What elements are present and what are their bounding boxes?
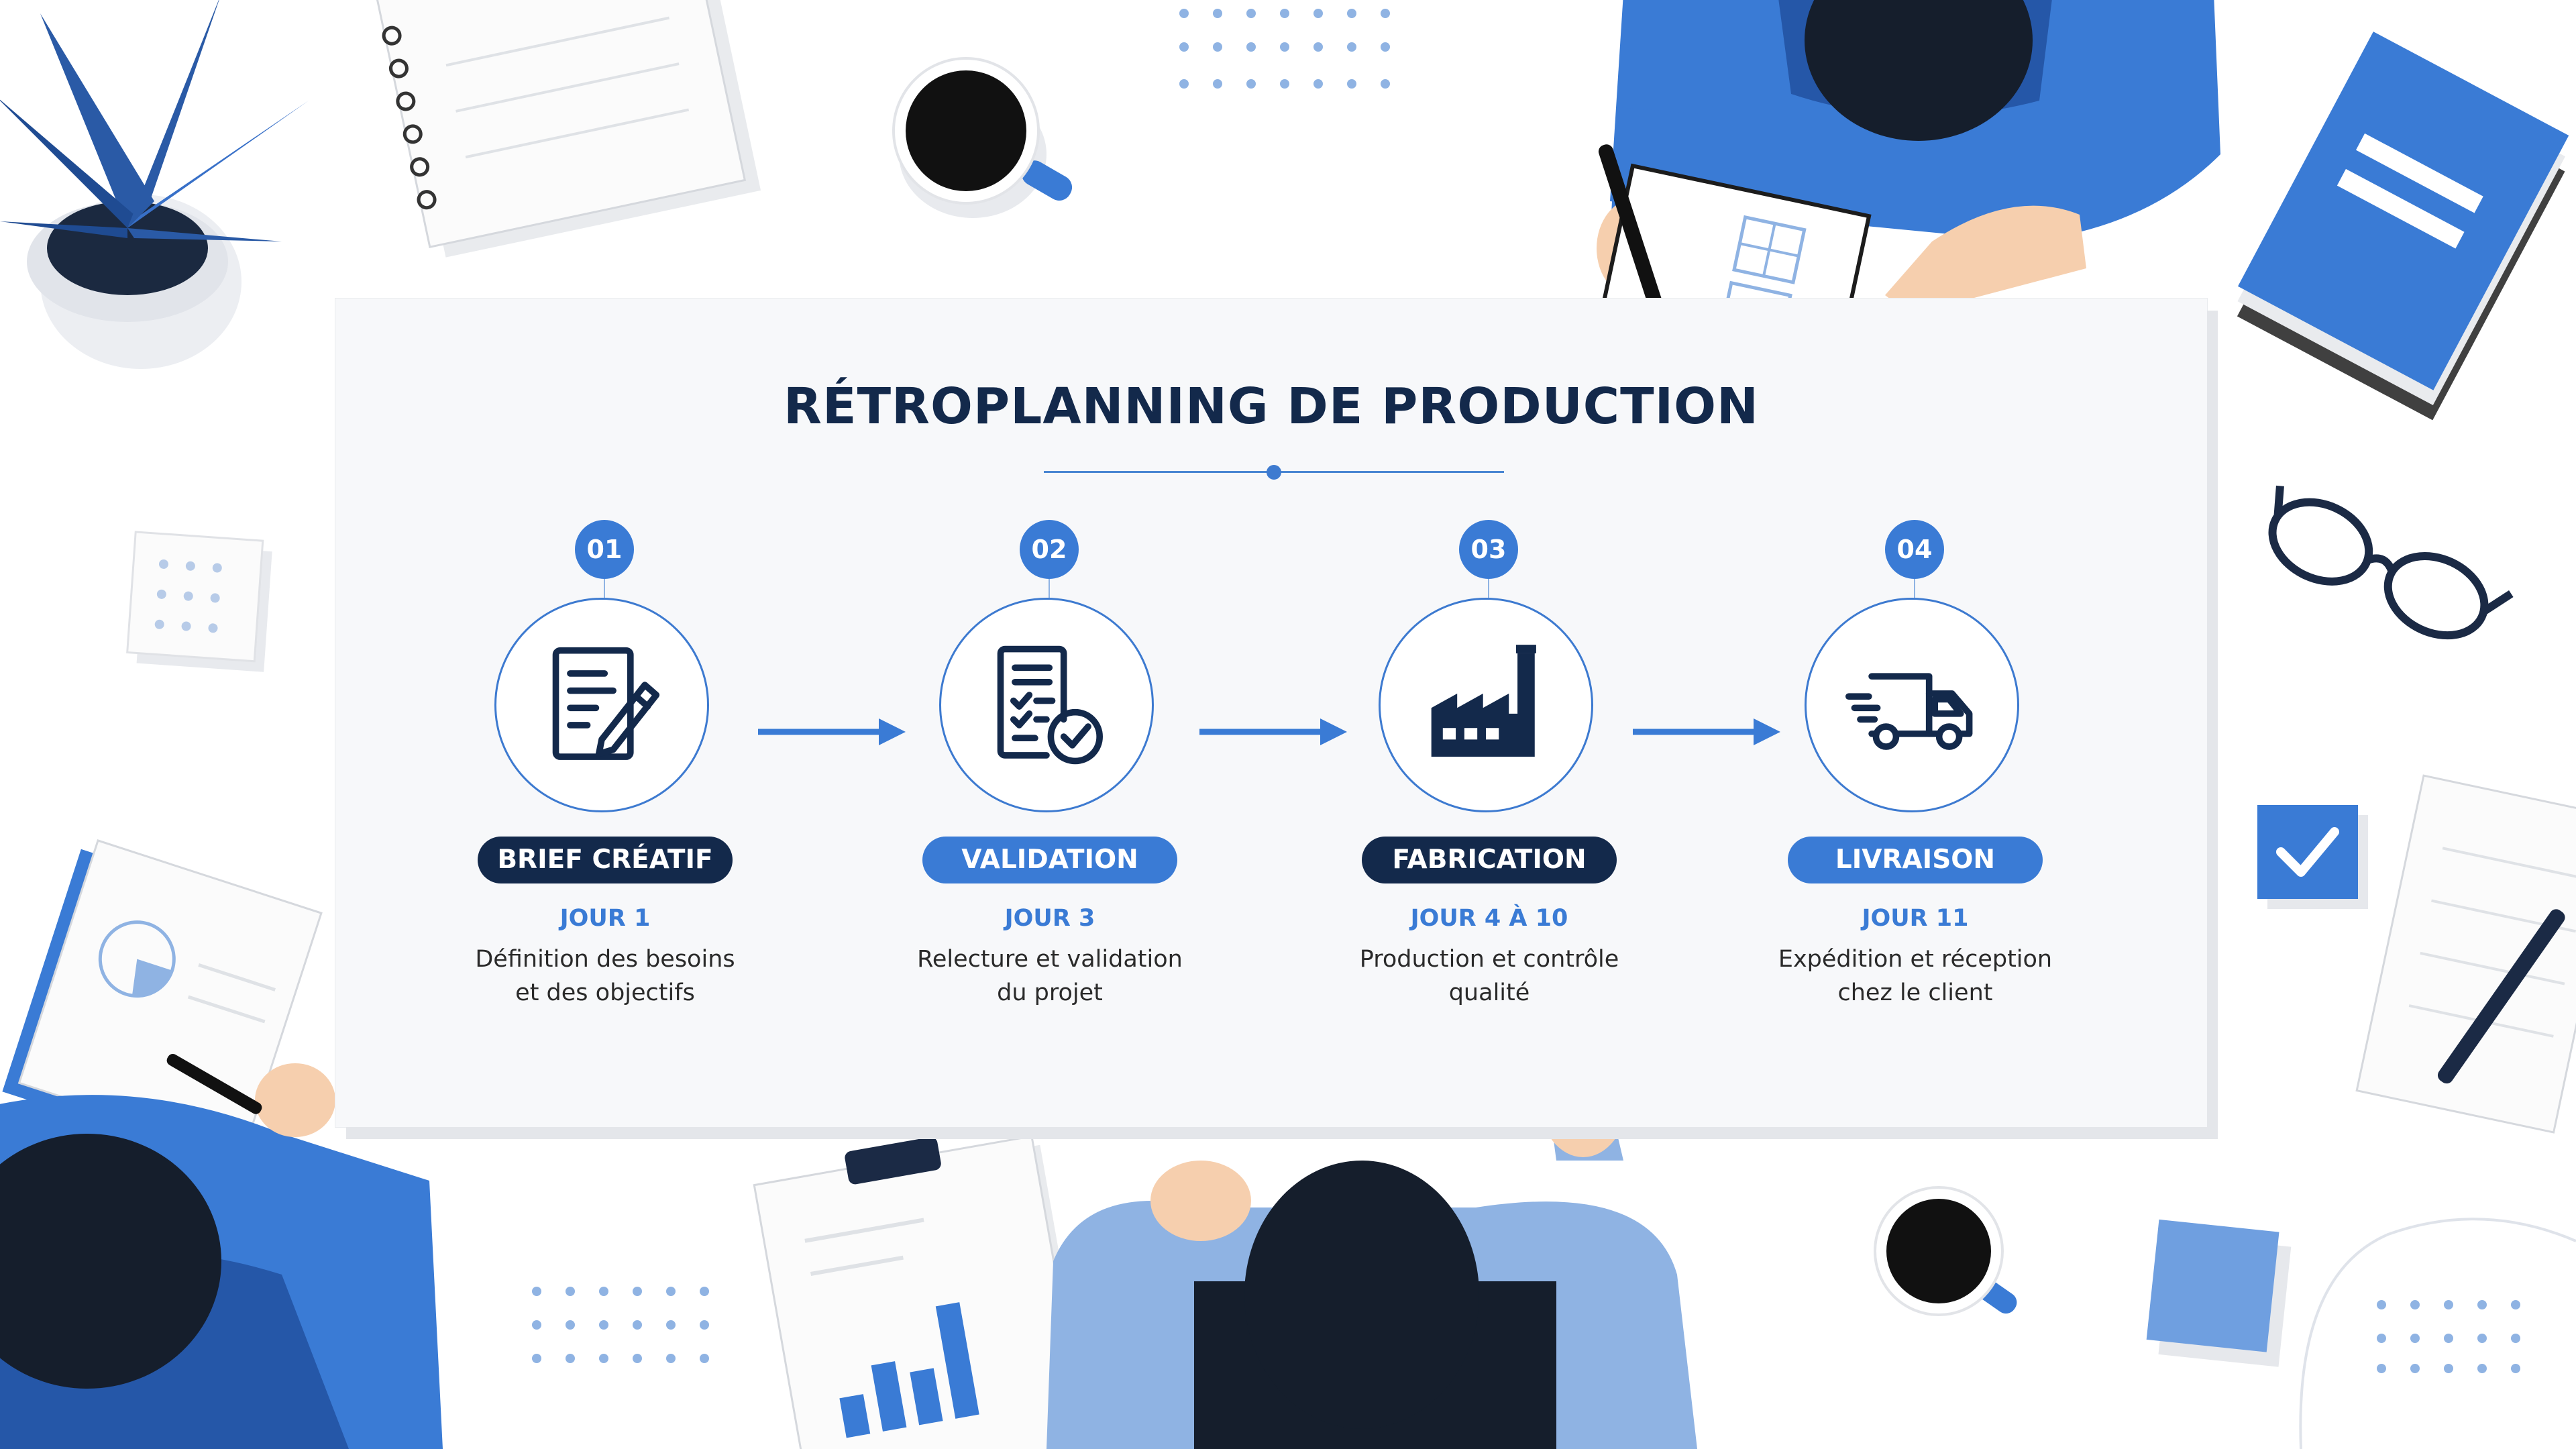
step-connector: [1049, 579, 1050, 598]
step-label-pill: VALIDATION: [922, 837, 1177, 883]
step-number: 02: [1020, 520, 1079, 579]
step-icon-circle: [1805, 598, 2019, 812]
factory-icon: [1431, 645, 1536, 757]
notebook-right-icon: [2355, 774, 2576, 1134]
step-connector: [604, 579, 605, 598]
plant-icon: [0, 0, 309, 369]
step-description-line: du projet: [997, 979, 1103, 1006]
step-label-pill: FABRICATION: [1362, 837, 1617, 883]
document-pencil-icon: [552, 647, 660, 760]
books-icon: [2237, 32, 2569, 421]
step-connector: [1488, 579, 1489, 598]
person-bottom-icon: [1046, 1000, 1697, 1449]
step-icon-circle: [494, 598, 709, 812]
step-description-line: Production et contrôle: [1359, 946, 1619, 973]
arrow-right-icon: [1199, 718, 1347, 745]
step-description: Expédition et réception chez le client: [1734, 943, 2096, 1010]
notebook-icon: [376, 0, 761, 258]
coffee-cup-bottom-icon: [1874, 1186, 2017, 1316]
person-bottom-left-icon: [0, 1053, 443, 1449]
step-day: JOUR 11: [1862, 905, 1969, 932]
step-label-pill: BRIEF CRÉATIF: [478, 837, 733, 883]
step-description-line: chez le client: [1837, 979, 1993, 1006]
dot-grid-bottom-right: [2377, 1300, 2520, 1373]
step-label-pill: LIVRAISON: [1788, 837, 2043, 883]
cable-line: [2299, 1218, 2576, 1449]
sticky-note-blue-icon: [2146, 1219, 2292, 1367]
dot-grid-top: [1179, 9, 1390, 89]
step-number: 01: [575, 520, 634, 579]
notebook-bottom-left-icon: [2, 839, 323, 1167]
arrow-right-icon: [758, 718, 906, 745]
checklist-approval-icon: [997, 645, 1103, 765]
step-description-line: Expédition et réception: [1778, 946, 2053, 973]
step-description: Relecture et validation du projet: [869, 943, 1231, 1010]
step-description: Définition des besoins et des objectifs: [424, 943, 786, 1010]
step-day: JOUR 3: [1004, 905, 1095, 932]
pen-right-icon: [2437, 909, 2565, 1084]
clipboard-chart-icon: [753, 1134, 1096, 1449]
checkbox-icon: [2257, 805, 2368, 909]
step-description-line: qualité: [1448, 979, 1530, 1006]
glasses-icon: [2268, 485, 2514, 640]
step-description-line: Définition des besoins: [475, 946, 735, 973]
sticky-note-icon: [126, 531, 272, 672]
delivery-truck-icon: [1845, 673, 1973, 750]
pen-icon: [1598, 144, 1663, 312]
step-day: JOUR 1: [559, 905, 651, 932]
process-board: RÉTROPLANNING DE PRODUCTION 01 BRIEF CRÉ…: [335, 299, 2207, 1127]
step-number: 04: [1885, 520, 1944, 579]
step-connector: [1914, 579, 1915, 598]
step-day: JOUR 4 À 10: [1410, 905, 1568, 932]
arrow-right-icon: [1633, 718, 1780, 745]
step-description: Production et contrôle qualité: [1308, 943, 1670, 1010]
step-description-line: et des objectifs: [515, 979, 695, 1006]
dot-grid-bottom-left: [532, 1287, 709, 1363]
title-divider-dot: [1267, 465, 1281, 480]
page-title: RÉTROPLANNING DE PRODUCTION: [784, 378, 1759, 435]
step-description-line: Relecture et validation: [917, 946, 1183, 973]
coffee-cup-icon: [892, 57, 1073, 218]
step-icon-circle: [939, 598, 1154, 812]
step-icon-circle: [1379, 598, 1593, 812]
step-number: 03: [1459, 520, 1518, 579]
